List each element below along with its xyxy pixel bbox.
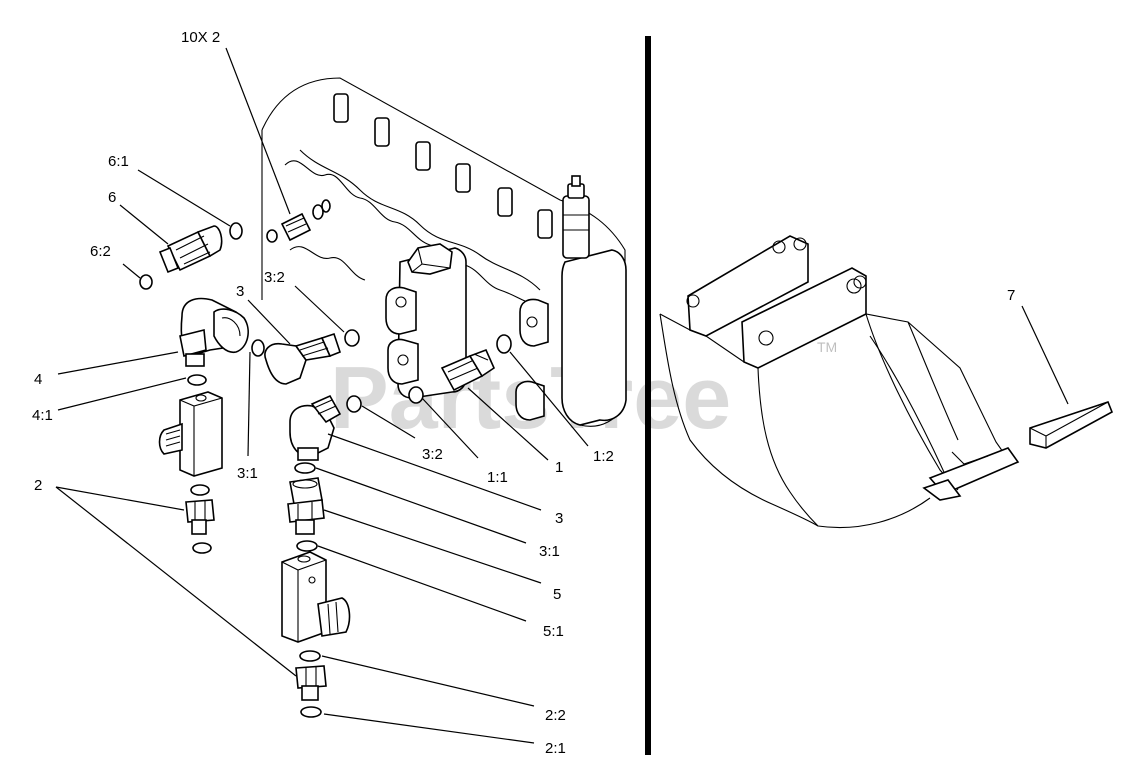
part-1-2-oring: [496, 334, 512, 354]
part-5-adapter: [287, 477, 325, 535]
callout-2: 2: [34, 477, 42, 494]
part-3-2-oring-top: [344, 329, 360, 347]
part-2-fitting-left: [185, 499, 215, 535]
callout-labels: 10X 2 6:1 6 6:2 3 3:2 4 4:1 3:1 2 3:2 1:…: [32, 29, 1015, 757]
part-3-elbow-bottom: [289, 394, 342, 461]
callout-10x2: 10X 2: [181, 29, 220, 46]
part-10x2-fitting: [266, 199, 331, 243]
valve-block: [261, 77, 627, 427]
callout-5: 5: [553, 586, 561, 603]
callout-3-1-left: 3:1: [237, 465, 258, 482]
callout-1-2: 1:2: [593, 448, 614, 465]
part-3-1-oring-right: [294, 462, 316, 474]
leader-lines: [55, 47, 1069, 744]
callout-4-1: 4:1: [32, 407, 53, 424]
part-2-1-oring-left: [192, 542, 212, 554]
part-6-adapter: [158, 225, 223, 274]
watermark-tm: TM: [817, 339, 837, 355]
callout-3-1-right: 3:1: [539, 543, 560, 560]
part-3-1-oring-left: [251, 339, 265, 357]
part-1-fitting: [440, 348, 496, 392]
callout-3-2-top: 3:2: [264, 269, 285, 286]
part-left-block: [158, 391, 223, 477]
callout-3-2-bottom: 3:2: [422, 446, 443, 463]
callout-1-1: 1:1: [487, 469, 508, 486]
part-4-elbow: [179, 297, 249, 367]
part-lower-block: [281, 551, 351, 643]
callout-1: 1: [555, 459, 563, 476]
callout-6-2: 6:2: [90, 243, 111, 260]
callout-7: 7: [1007, 287, 1015, 304]
part-2-fitting-bottom: [295, 665, 327, 701]
part-2-oring-left: [190, 484, 210, 496]
part-5-1-oring: [296, 540, 318, 552]
part-2-2-oring: [299, 650, 321, 662]
part-6-2-oring: [139, 274, 153, 290]
part-2-1-oring-bottom: [300, 706, 322, 718]
callout-3-top: 3: [236, 283, 244, 300]
callout-2-2: 2:2: [545, 707, 566, 724]
callout-6: 6: [108, 189, 116, 206]
part-4-1-oring: [187, 374, 207, 386]
part-6-1-oring: [229, 222, 243, 240]
part-3-elbow-top: [264, 332, 341, 385]
part-1-1-oring: [408, 386, 424, 404]
callout-4: 4: [34, 371, 42, 388]
bucket-assembly: [659, 235, 1114, 529]
callout-5-1: 5:1: [543, 623, 564, 640]
part-3-2-oring-bottom: [346, 395, 362, 413]
callout-6-1: 6:1: [108, 153, 129, 170]
callout-3-bottom: 3: [555, 510, 563, 527]
callout-2-1: 2:1: [545, 740, 566, 757]
